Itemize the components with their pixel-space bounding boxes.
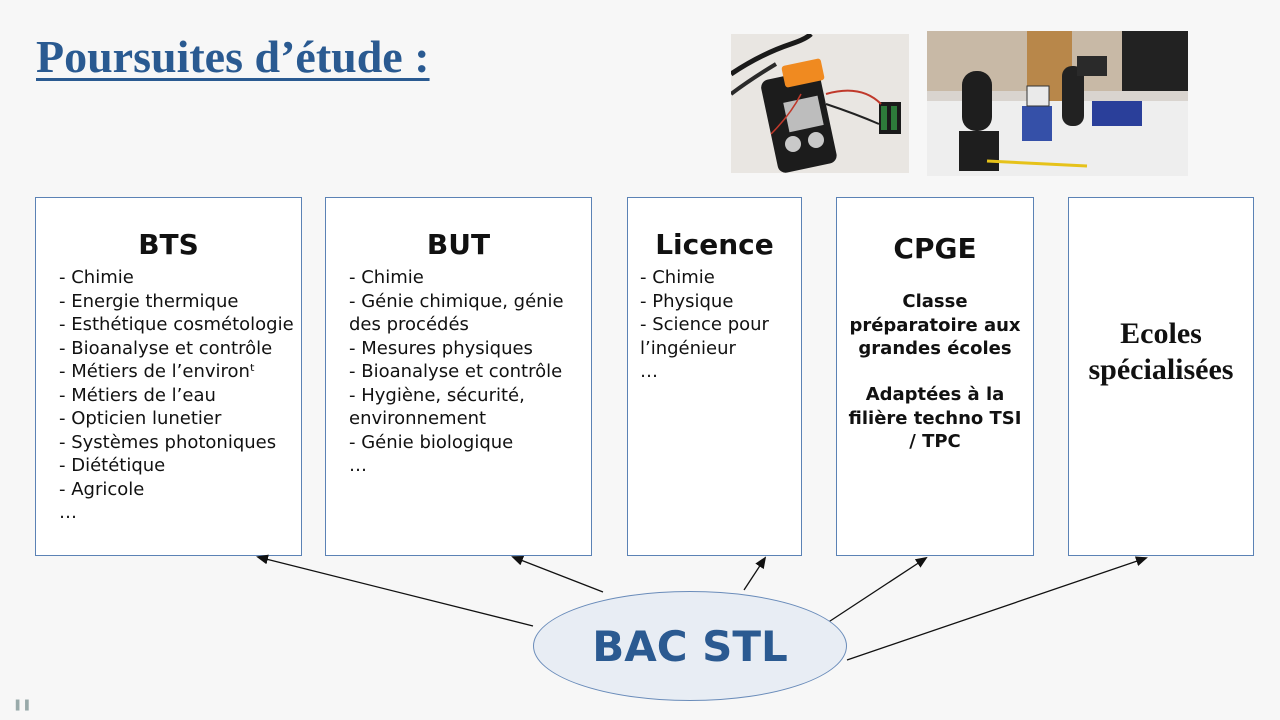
cpge-description: Classe préparatoire aux grandes écoles (849, 291, 1021, 359)
list-item: … (59, 502, 77, 523)
arrow-to-ecoles (846, 556, 1148, 661)
list-item: … (640, 361, 658, 382)
arrow-to-licence (743, 556, 767, 591)
list-item: - Chimie (640, 267, 715, 288)
box-but-title: BUT (426, 228, 491, 261)
box-cpge: CPGE Classe préparatoire aux grandes éco… (836, 197, 1034, 556)
list-item: - Génie biologique (349, 431, 514, 453)
cpge-adaptation: Adaptées à la filière techno TSI / TPC (848, 384, 1022, 452)
box-licence: Licence - Chimie - Physique - Science po… (627, 197, 802, 556)
list-item: … (349, 455, 367, 476)
list-item: - Opticien lunetier (59, 408, 222, 429)
list-item: - Esthétique cosmétologie (59, 314, 294, 335)
arrow-to-but (511, 555, 604, 593)
box-ecoles-title: Ecoles spécialisées (1088, 317, 1234, 386)
box-cpge-title: CPGE (893, 232, 977, 265)
box-bts-title: BTS (138, 228, 199, 261)
list-item: - Physique (640, 290, 734, 312)
list-item: - Bioanalyse et contrôle (349, 361, 563, 382)
list-item: - Science pour l’ingénieur (640, 314, 769, 359)
box-bts-list: - Chimie - Energie thermique - Esthétiqu… (59, 266, 299, 525)
list-item: - Diététique (59, 455, 166, 476)
box-ecoles: Ecoles spécialisées (1068, 197, 1254, 556)
page-title: Poursuites d’étude : (36, 31, 430, 82)
list-item: - Chimie (59, 267, 134, 288)
bac-stl-label: BAC STL (592, 621, 788, 671)
pause-icon[interactable]: ❚❚ (13, 698, 32, 711)
list-item: - Hygiène, sécurité, environnement (349, 384, 525, 430)
box-but: BUT - Chimie - Génie chimique, génie des… (325, 197, 592, 556)
optics-photo (927, 31, 1188, 176)
list-item: - Bioanalyse et contrôle (59, 337, 273, 359)
box-licence-list: - Chimie - Physique - Science pour l’ing… (640, 266, 799, 384)
box-but-list: - Chimie - Génie chimique, génie des pro… (349, 266, 589, 478)
list-item: - Métiers de l’eau (59, 384, 216, 406)
arrow-to-cpge (823, 556, 928, 626)
list-item: - Energie thermique (59, 290, 239, 312)
list-item: - Mesures physiques (349, 337, 533, 359)
list-item: - Chimie (349, 267, 424, 288)
list-item: - Génie chimique, génie des procédés (349, 290, 564, 336)
bac-stl-ellipse: BAC STL (533, 591, 847, 701)
arrow-to-bts (256, 554, 534, 627)
list-item: - Métiers de l’environᵗ (59, 361, 256, 382)
list-item: - Agricole (59, 478, 145, 500)
arduino-photo (731, 34, 909, 173)
box-licence-title: Licence (655, 228, 774, 261)
list-item: - Systèmes photoniques (59, 431, 277, 453)
box-bts: BTS - Chimie - Energie thermique - Esthé… (35, 197, 302, 556)
